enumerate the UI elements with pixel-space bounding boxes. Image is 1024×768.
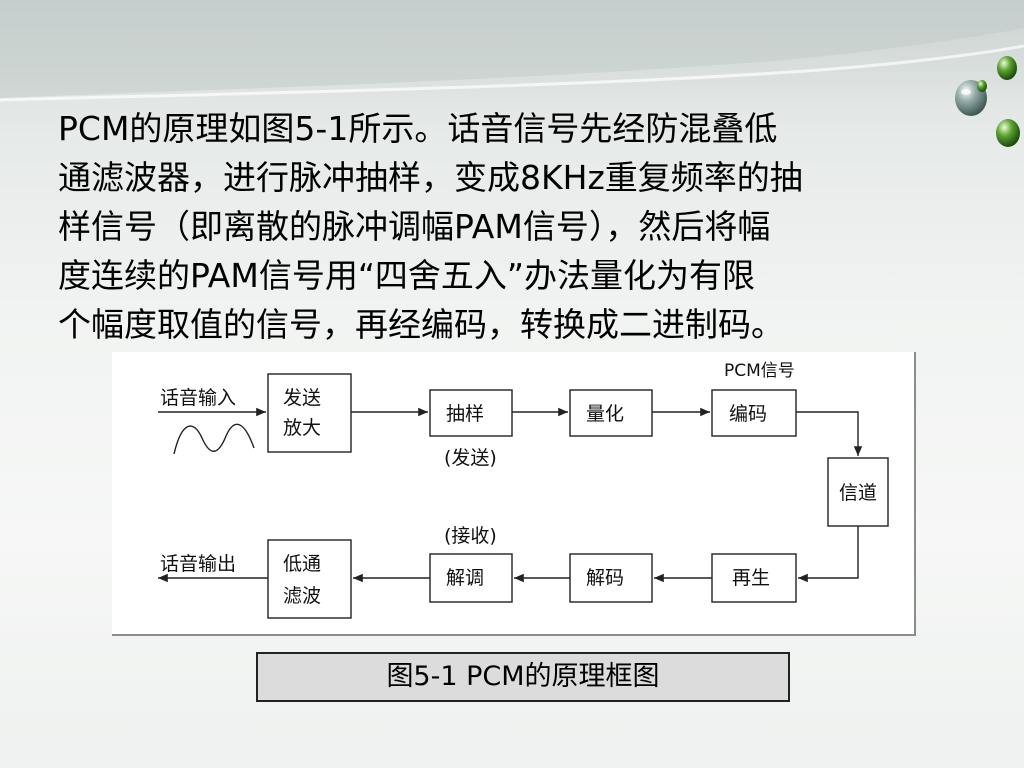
- send-note: (发送): [444, 447, 497, 469]
- block-encode-label: 编码: [729, 403, 767, 425]
- decorative-wave: [0, 0, 1024, 102]
- block-sampling-label: 抽样: [446, 403, 484, 425]
- droplet-decoration-icon: [955, 56, 1020, 147]
- pcm-signal-label: PCM信号: [724, 361, 795, 381]
- block-channel-label: 信道: [839, 482, 877, 504]
- input-label: 话音输入: [160, 387, 236, 409]
- input-waveform-icon: [173, 423, 255, 455]
- block-demod: [429, 553, 513, 603]
- receive-note: (接收): [444, 525, 497, 547]
- figure-caption: 图5-1 PCM的原理框图: [256, 652, 790, 702]
- paragraph-line: PCM的原理如图5-1所示。话音信号先经防混叠低: [58, 109, 778, 148]
- block-send-amp-line2: 放大: [283, 417, 321, 439]
- paragraph-line: 度连续的PAM信号用“四舍五入”办法量化为有限: [58, 256, 756, 295]
- block-lpf: [267, 539, 352, 619]
- paragraph-line: 通滤波器，进行脉冲抽样，变成8KHz重复频率的抽: [58, 158, 803, 197]
- arrow-encode-to-channel: [796, 411, 863, 456]
- block-regen: [711, 553, 797, 603]
- block-decode-label: 解码: [586, 567, 624, 589]
- pcm-block-diagram: 话音输入 发送 放大 抽样 (发送) 量化 编码 PCM信号 信道 再生: [112, 352, 916, 636]
- block-lpf-line1: 低通: [283, 553, 321, 575]
- output-label: 话音输出: [160, 553, 236, 575]
- description-paragraph: PCM的原理如图5-1所示。话音信号先经防混叠低 通滤波器，进行脉冲抽样，变成8…: [58, 104, 958, 349]
- block-channel: [827, 457, 889, 527]
- block-quantize-label: 量化: [586, 403, 624, 425]
- block-quantize: [569, 389, 653, 437]
- block-sampling: [429, 389, 513, 437]
- arrow-channel-to-regen: [798, 526, 859, 583]
- block-send-amp-line1: 发送: [283, 387, 321, 409]
- paragraph-line: 个幅度取值的信号，再经编码，转换成二进制码。: [58, 305, 784, 344]
- block-encode: [711, 389, 797, 437]
- block-lpf-line2: 滤波: [283, 585, 321, 607]
- block-send-amp: [267, 373, 352, 453]
- block-demod-label: 解调: [446, 567, 484, 589]
- block-regen-label: 再生: [732, 567, 770, 589]
- diagram-canvas: 话音输入 发送 放大 抽样 (发送) 量化 编码 PCM信号 信道 再生: [158, 361, 889, 619]
- paragraph-line: 样信号（即离散的脉冲调幅PAM信号），然后将幅: [58, 207, 771, 246]
